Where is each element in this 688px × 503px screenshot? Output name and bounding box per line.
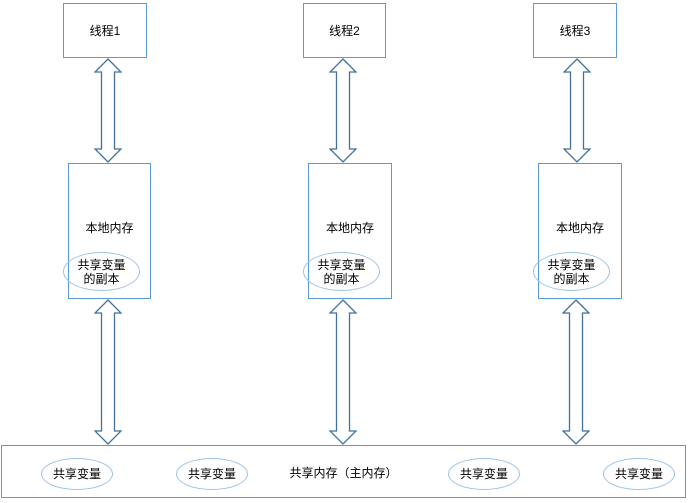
shared-variable-label-2: 共享变量 <box>187 467 236 481</box>
main-memory-label: 共享内存（主内存） <box>289 466 398 480</box>
thread-label-2: 线程2 <box>329 24 360 38</box>
shared-variable-ellipse-4: 共享变量 <box>603 458 675 490</box>
thread-label-1: 线程1 <box>89 24 121 38</box>
main-memory-box: 共享内存（主内存） 共享变量 共享变量 共享变量 共享变量 <box>1 445 686 498</box>
shared-variable-label-4: 共享变量 <box>614 467 663 481</box>
shared-variable-label-1: 共享变量 <box>52 467 101 481</box>
double-arrow-thread-local-2 <box>329 58 357 163</box>
shared-variable-ellipse-3: 共享变量 <box>448 458 520 490</box>
double-arrow-thread-local-3 <box>563 58 591 163</box>
copy-label-line2-1: 的副本 <box>83 271 120 286</box>
copy-label-line2-3: 的副本 <box>553 271 590 286</box>
copy-label-line1-3: 共享变量 <box>547 257 596 272</box>
double-arrow-local-main-3 <box>562 299 590 445</box>
shared-variable-copy-ellipse-3: 共享变量 的副本 <box>533 252 610 291</box>
double-arrow-thread-local-1 <box>94 58 122 163</box>
local-memory-label-3: 本地内存 <box>555 221 604 235</box>
shared-variable-ellipse-2: 共享变量 <box>176 458 248 490</box>
double-arrow-local-main-1 <box>94 299 122 445</box>
double-arrow-local-main-2 <box>329 299 357 445</box>
thread-box-3: 线程3 <box>533 3 617 58</box>
copy-label-line1-2: 共享变量 <box>317 257 366 272</box>
thread-box-1: 线程1 <box>63 3 147 58</box>
thread-box-2: 线程2 <box>303 3 386 58</box>
local-memory-label-1: 本地内存 <box>85 221 134 235</box>
shared-variable-copy-ellipse-1: 共享变量 的副本 <box>63 252 140 291</box>
shared-variable-ellipse-1: 共享变量 <box>41 458 113 490</box>
copy-label-line2-2: 的副本 <box>323 271 360 286</box>
thread-label-3: 线程3 <box>559 24 591 38</box>
shared-variable-label-3: 共享变量 <box>459 467 508 481</box>
shared-variable-copy-ellipse-2: 共享变量 的副本 <box>303 252 380 291</box>
local-memory-label-2: 本地内存 <box>325 221 374 235</box>
copy-label-line1-1: 共享变量 <box>77 257 126 272</box>
